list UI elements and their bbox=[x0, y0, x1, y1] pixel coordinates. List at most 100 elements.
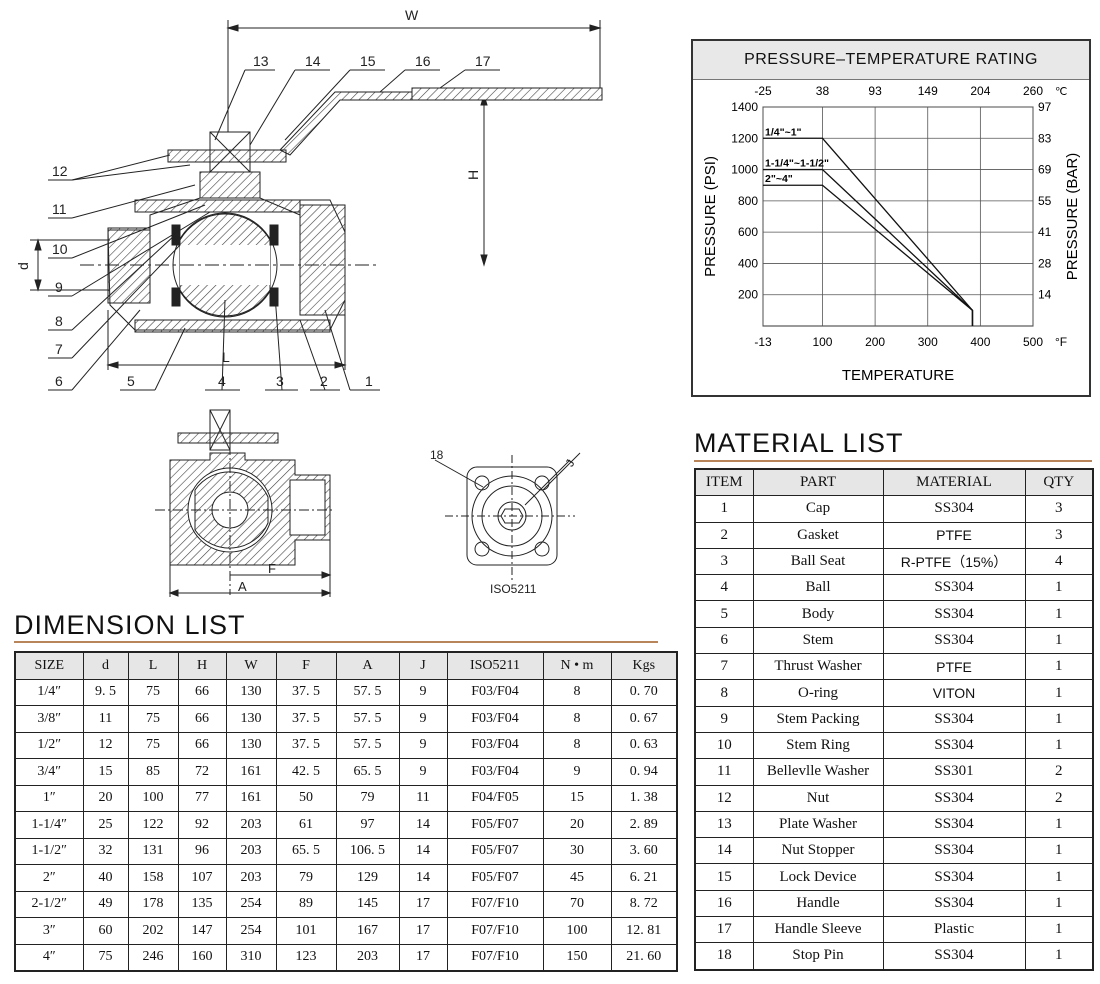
dim-label-d: d bbox=[15, 262, 31, 270]
x-tick-f: 100 bbox=[812, 335, 832, 349]
table-cell: 20 bbox=[82, 784, 129, 812]
column-header: L bbox=[127, 651, 179, 680]
table-cell: 92 bbox=[177, 811, 227, 839]
table-cell: 1-1/2″ bbox=[14, 837, 84, 865]
table-cell: 57. 5 bbox=[335, 678, 400, 706]
table-cell: 254 bbox=[225, 917, 277, 945]
dim-label-j: J bbox=[562, 457, 577, 469]
table-cell: 4″ bbox=[14, 943, 84, 972]
callout-12: 12 bbox=[52, 163, 68, 179]
table-cell: 9. 5 bbox=[82, 678, 129, 706]
material-list-heading: MATERIAL LIST bbox=[694, 428, 904, 458]
table-cell: F03/F04 bbox=[446, 705, 544, 733]
dim-label-a: A bbox=[238, 579, 247, 594]
table-cell: 42. 5 bbox=[275, 758, 337, 786]
table-cell: 32 bbox=[82, 837, 129, 865]
table-cell: 1″ bbox=[14, 784, 84, 812]
table-cell: 2″ bbox=[14, 864, 84, 892]
table-cell: 0. 67 bbox=[610, 705, 678, 733]
table-cell: 202 bbox=[127, 917, 179, 945]
table-cell: 14 bbox=[398, 864, 448, 892]
x-tick-f: 300 bbox=[918, 335, 938, 349]
column-header: F bbox=[275, 651, 337, 680]
table-cell: 15 bbox=[694, 863, 754, 891]
table-cell: 89 bbox=[275, 890, 337, 918]
table-cell: Stem Ring bbox=[752, 731, 884, 760]
x-tick-c: 149 bbox=[918, 84, 938, 98]
table-cell: 66 bbox=[177, 731, 227, 759]
callout-13: 13 bbox=[253, 53, 269, 69]
dim-label-l: L bbox=[222, 349, 230, 365]
dimension-list-heading: DIMENSION LIST bbox=[14, 610, 246, 640]
table-cell: 1 bbox=[1024, 916, 1094, 944]
table-cell: 37. 5 bbox=[275, 731, 337, 759]
table-cell: 72 bbox=[177, 758, 227, 786]
table-cell: 3 bbox=[1024, 521, 1094, 549]
table-cell: 9 bbox=[542, 758, 612, 786]
x-tick-c: 260 bbox=[1023, 84, 1043, 98]
table-cell: 11 bbox=[398, 784, 448, 812]
table-cell: SS304 bbox=[882, 731, 1026, 760]
table-cell: 122 bbox=[127, 811, 179, 839]
callout-4: 4 bbox=[218, 373, 226, 389]
table-cell: 17 bbox=[398, 917, 448, 945]
series-label: 1-1/4"~1-1/2" bbox=[765, 158, 829, 170]
table-cell: 3/8″ bbox=[14, 705, 84, 733]
y-tick-psi: 800 bbox=[738, 194, 758, 208]
table-cell: 9 bbox=[398, 758, 448, 786]
table-cell: 1 bbox=[1024, 942, 1094, 971]
table-cell: 1 bbox=[1024, 574, 1094, 602]
table-cell: 14 bbox=[398, 837, 448, 865]
table-cell: Ball Seat bbox=[752, 547, 884, 576]
table-cell: 2. 89 bbox=[610, 811, 678, 839]
table-cell: 11 bbox=[694, 758, 754, 786]
table-cell: 9 bbox=[694, 705, 754, 733]
table-cell: 45 bbox=[542, 864, 612, 892]
table-cell: Bellevlle Washer bbox=[752, 758, 884, 786]
table-cell: SS301 bbox=[882, 758, 1026, 786]
callout-11: 11 bbox=[52, 201, 67, 217]
table-cell: 167 bbox=[335, 917, 400, 945]
table-cell: 12 bbox=[694, 784, 754, 812]
table-cell: F04/F05 bbox=[446, 784, 544, 812]
callout-5: 5 bbox=[127, 373, 135, 389]
y-tick-psi: 400 bbox=[738, 256, 758, 270]
table-cell: 11 bbox=[82, 705, 129, 733]
column-header: SIZE bbox=[14, 651, 84, 680]
table-cell: SS304 bbox=[882, 626, 1026, 655]
table-cell: 135 bbox=[177, 890, 227, 918]
series-line bbox=[763, 168, 974, 326]
column-header: J bbox=[398, 651, 448, 680]
table-cell: 1 bbox=[1024, 837, 1094, 865]
table-cell: 10 bbox=[694, 731, 754, 760]
table-cell: Plastic bbox=[882, 916, 1026, 944]
table-cell: 1 bbox=[1024, 653, 1094, 681]
plot-frame bbox=[762, 106, 1034, 327]
table-cell: 37. 5 bbox=[275, 678, 337, 706]
table-cell: 1 bbox=[1024, 731, 1094, 760]
x-tick-c: 204 bbox=[970, 84, 990, 98]
chart-title: PRESSURE–TEMPERATURE RATING bbox=[693, 41, 1089, 80]
table-cell: 3. 60 bbox=[610, 837, 678, 865]
column-header: H bbox=[177, 651, 227, 680]
table-cell: 160 bbox=[177, 943, 227, 972]
y-tick-bar: 28 bbox=[1038, 256, 1052, 270]
table-cell: 203 bbox=[335, 943, 400, 972]
table-cell: 17 bbox=[398, 890, 448, 918]
table-cell: 75 bbox=[82, 943, 129, 972]
table-cell: 8 bbox=[542, 731, 612, 759]
